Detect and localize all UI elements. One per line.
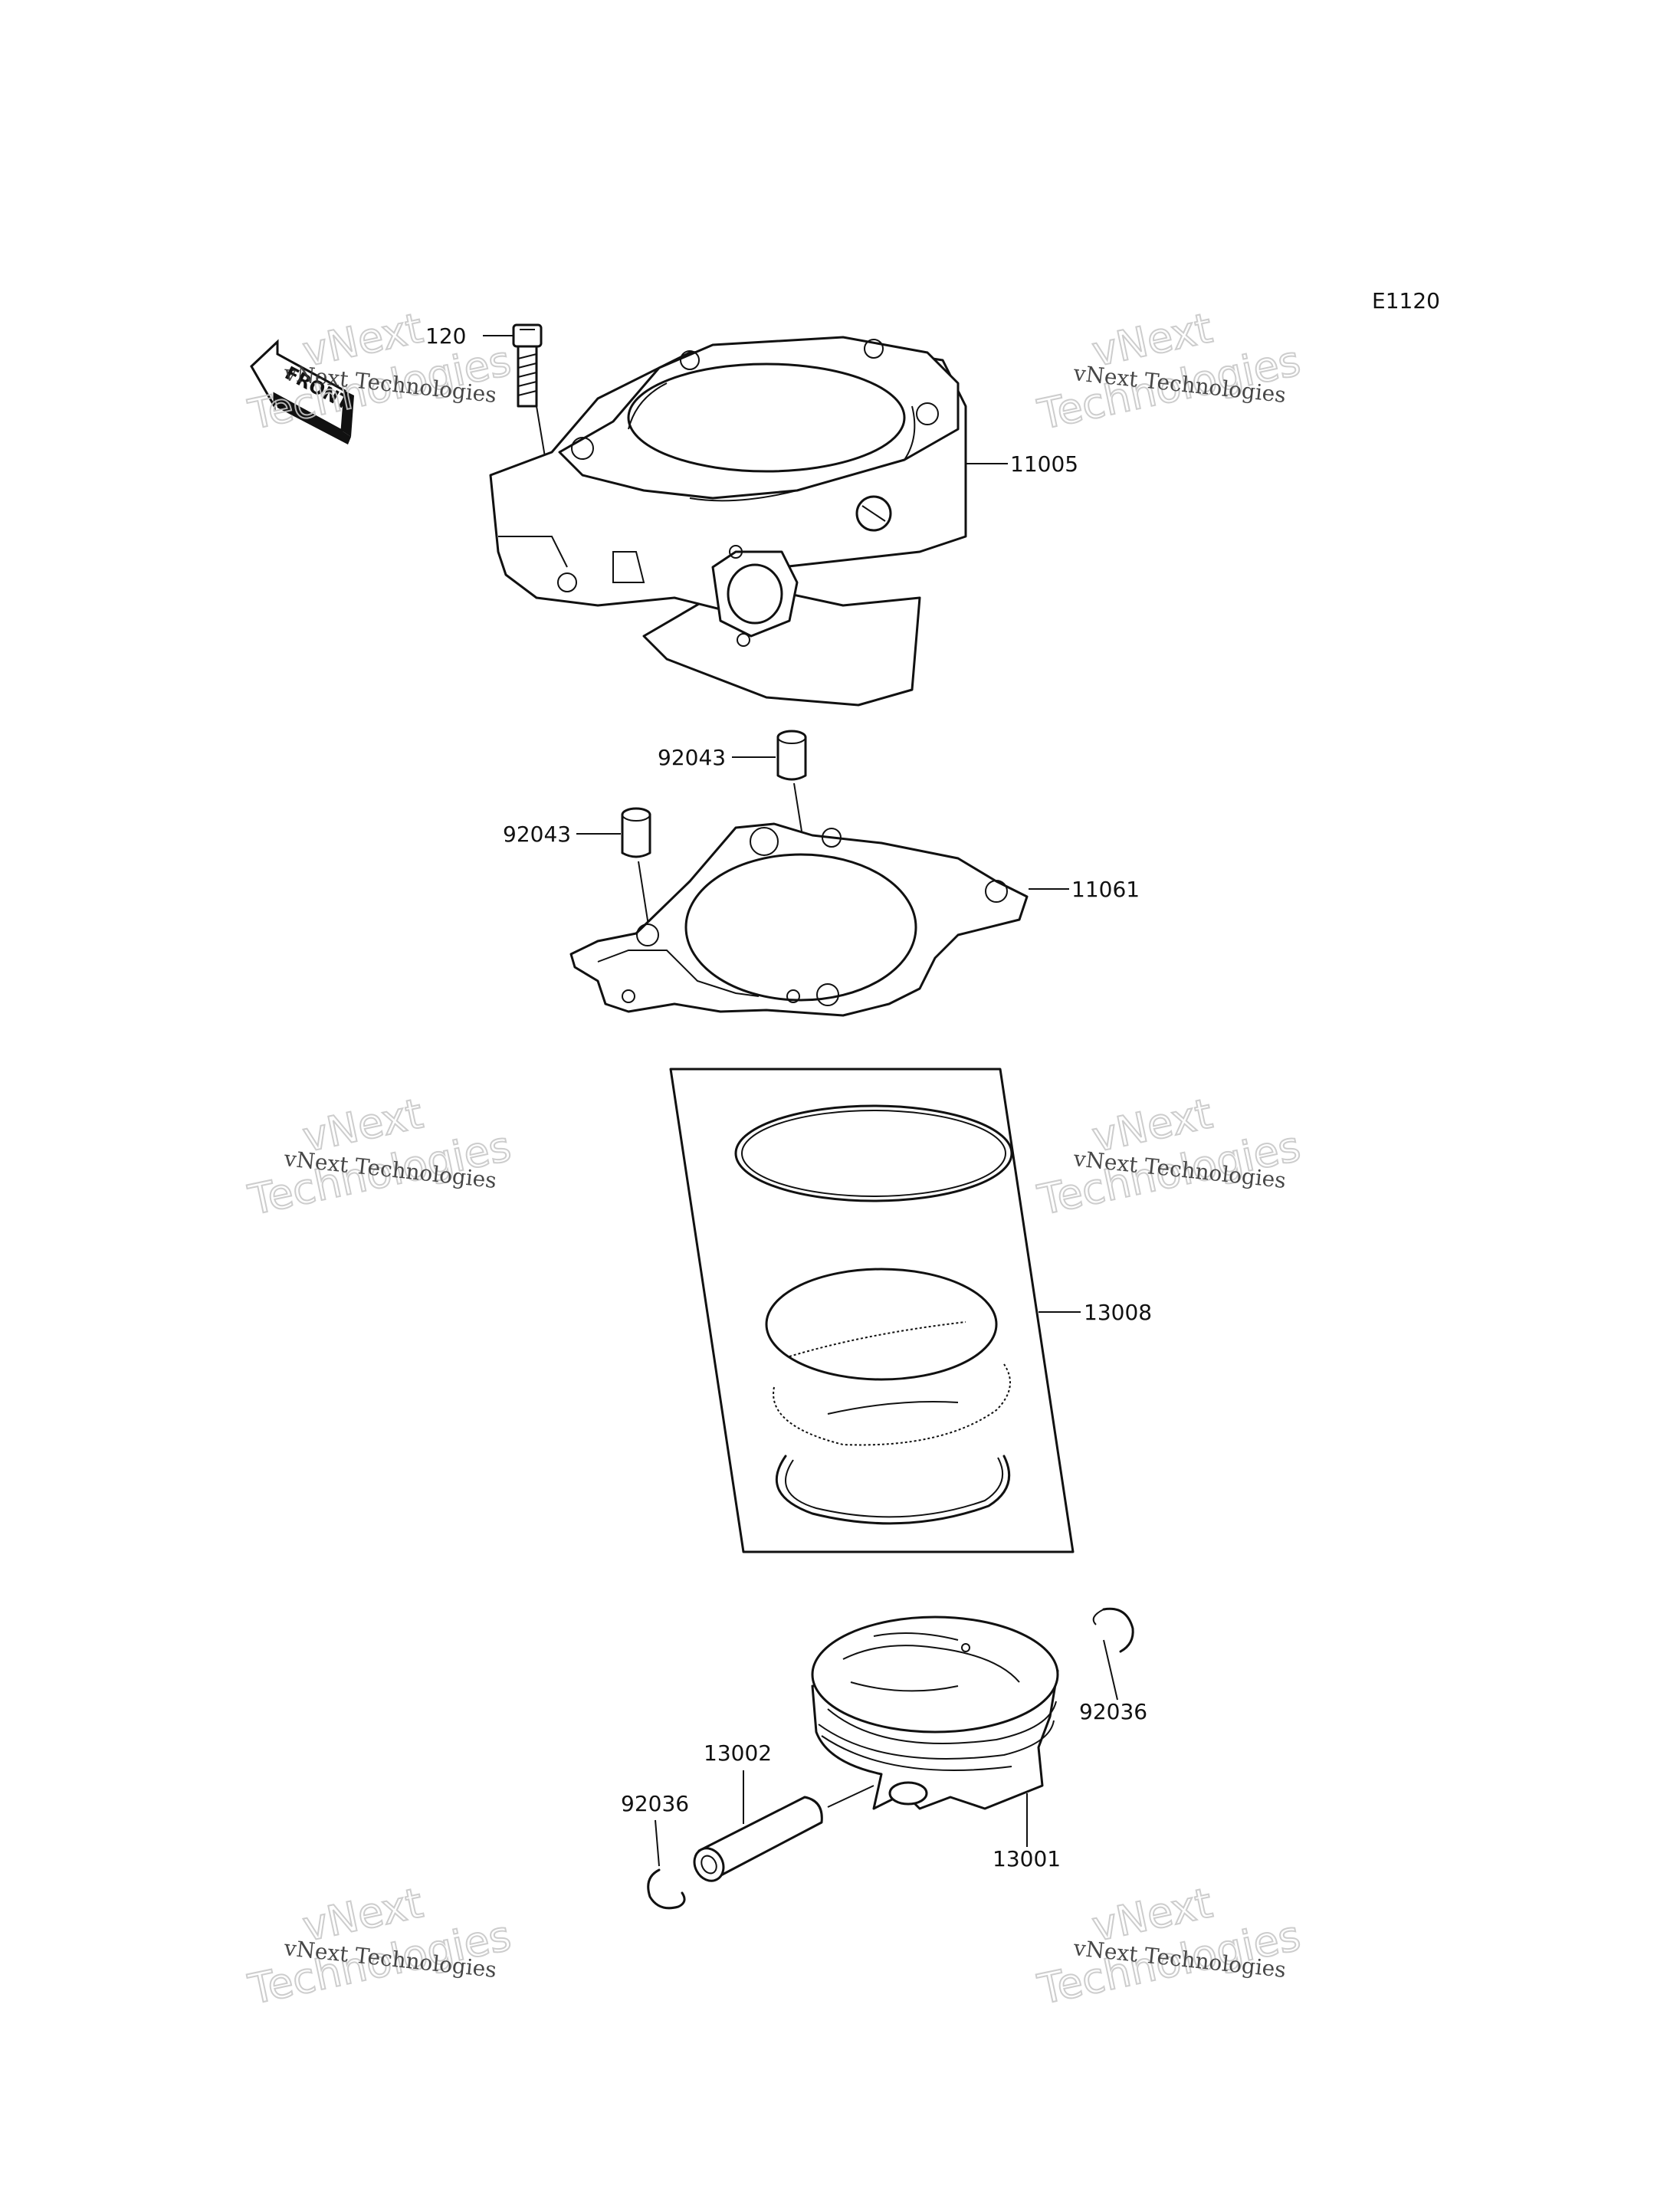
part-number-11005: 11005 <box>1010 451 1078 477</box>
piston-pin-13002 <box>693 1770 874 1882</box>
part-number-92043-lower: 92043 <box>503 822 571 847</box>
dowel-pin-92043-lower <box>576 807 651 936</box>
part-number-92036-right: 92036 <box>1079 1699 1147 1724</box>
part-number-13008: 13008 <box>1084 1300 1152 1325</box>
part-number-13001: 13001 <box>993 1846 1061 1871</box>
part-number-92043-upper: 92043 <box>658 745 726 770</box>
watermark-middle-right: vNext Technologies vNext Technologies <box>1033 1088 1305 1225</box>
watermark-bottom-left: vNext Technologies vNext Technologies <box>244 1878 516 2015</box>
diagram-code: E1120 <box>1372 288 1440 313</box>
cylinder-11005 <box>489 336 1008 707</box>
part-number-13002: 13002 <box>704 1740 772 1766</box>
watermark-middle-left: vNext Technologies vNext Technologies <box>244 1088 516 1225</box>
part-number-92036-left: 92036 <box>621 1791 689 1816</box>
watermark-bottom-right: vNext Technologies vNext Technologies <box>1033 1878 1305 2015</box>
piston-13001 <box>811 1615 1059 1847</box>
watermark-top-right: vNext Technologies vNext Technologies <box>1033 303 1305 440</box>
part-number-11061: 11061 <box>1071 877 1140 902</box>
front-arrow-icon: FRONT <box>250 339 354 444</box>
circlip-92036-left <box>647 1819 686 1910</box>
piston-ring-set-13008 <box>669 1068 1081 1553</box>
circlip-92036-right <box>1092 1607 1134 1701</box>
part-number-120: 120 <box>425 323 466 349</box>
gasket-11061 <box>569 822 1069 1017</box>
watermark-top-left: vNext Technologies vNext Technologies <box>244 303 516 440</box>
